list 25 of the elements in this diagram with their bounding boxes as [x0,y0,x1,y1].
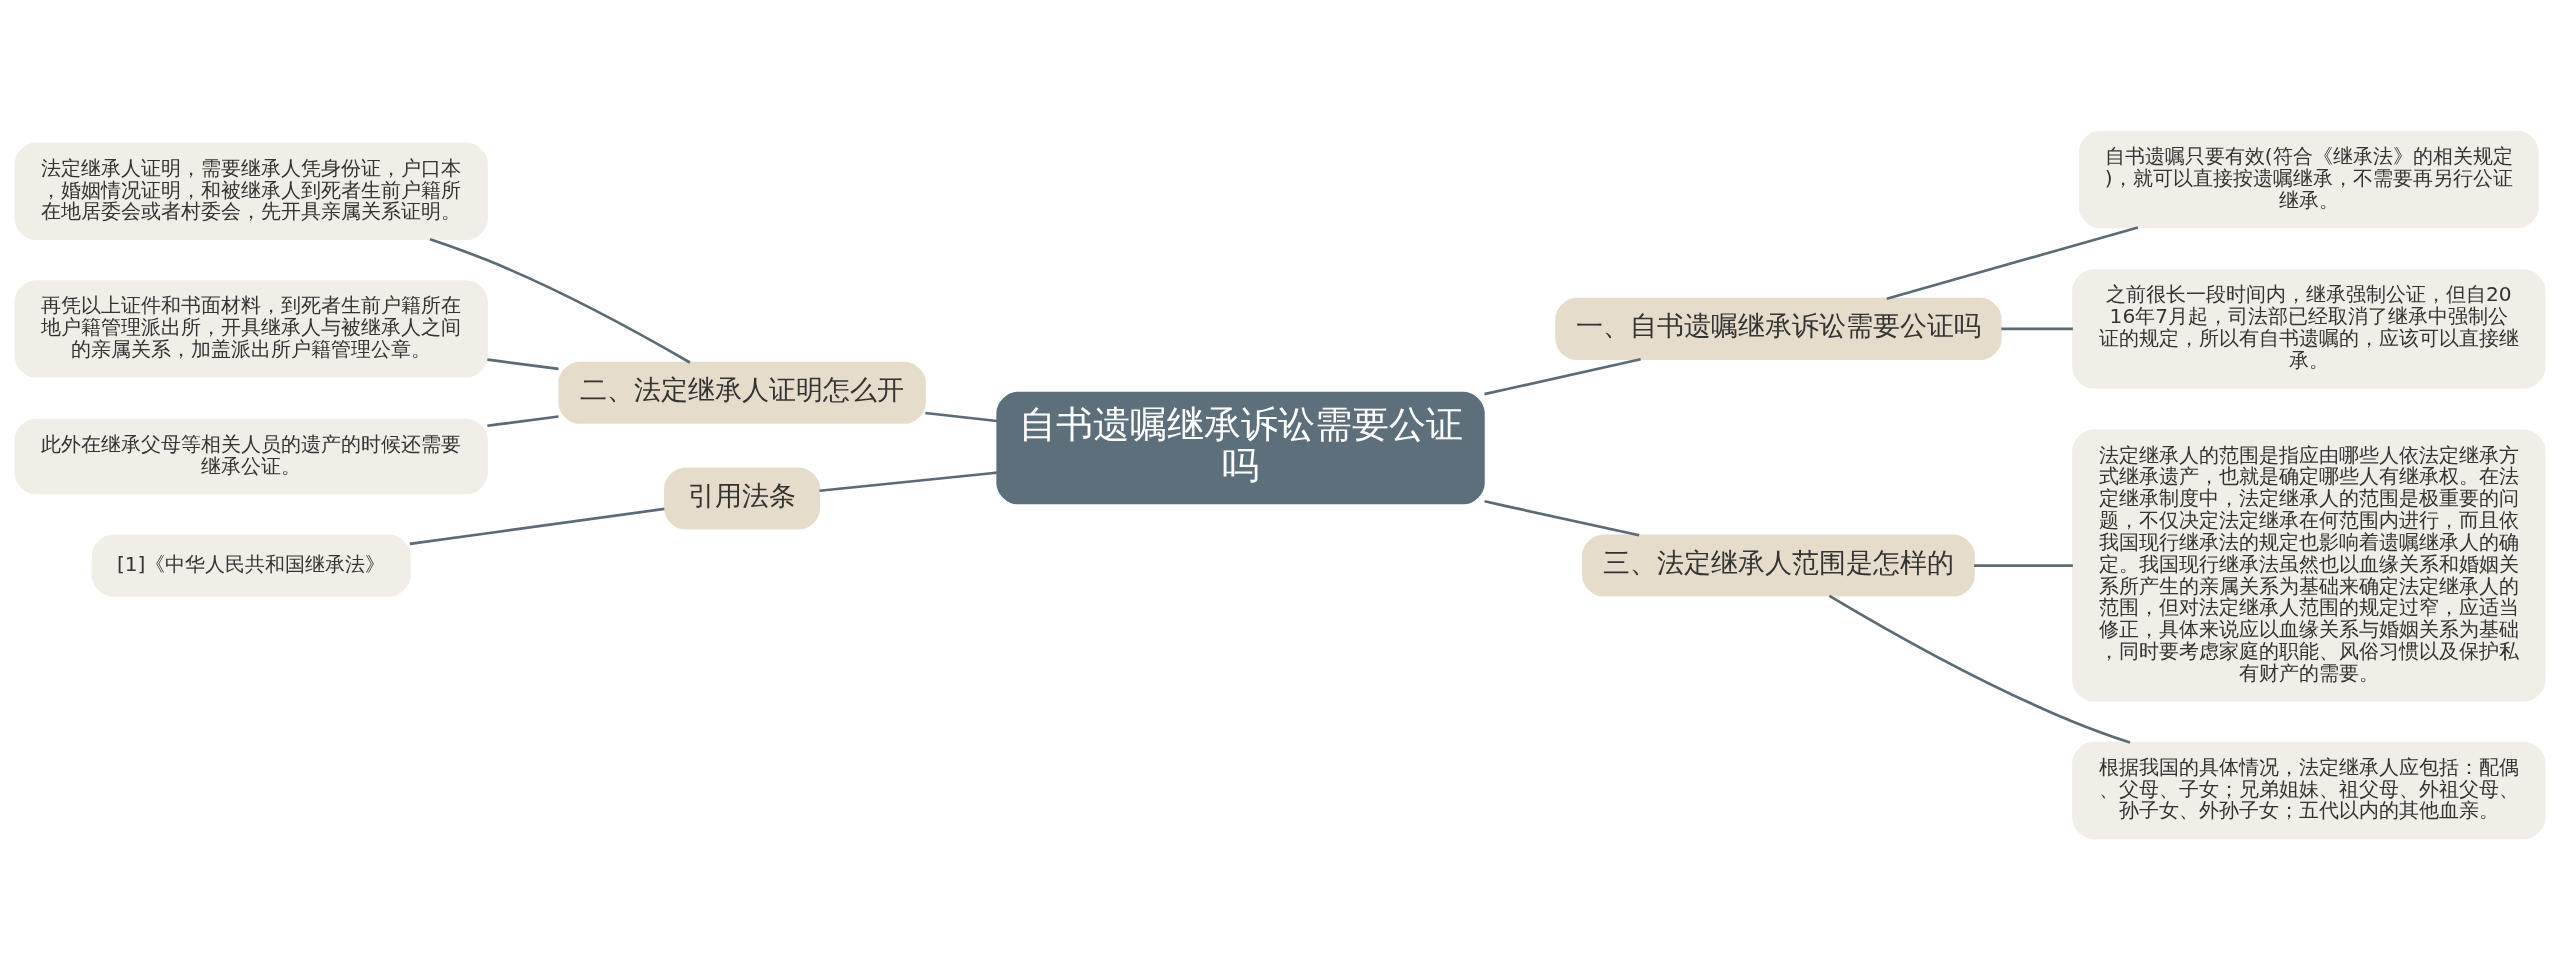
connector [1828,594,2131,744]
connector [1484,357,1641,395]
node-box: 自书遗嘱只要有效(符合《继承法》的相关规定)，就可以直接按遗嘱继承，不需要再另行公证继承。 [2078,130,2539,228]
node-box: 一、自书遗嘱继承诉讼需要公证吗 [1555,297,2002,360]
node-box: 之前很长一段时间内，继承强制公证，但自2016年7月起，司法部已经取消了继承中强制公证的规定，所以有自书遗嘱的，应该可以直接继承。 [2072,268,2546,388]
connector [1484,499,1640,537]
connector [925,411,998,422]
node-box: 再凭以上证件和书面材料，到死者生前户籍所在地户籍管理派出所，开具继承人与被继承人之间的亲属关系，加盖派出所户籍管理公章。 [14,279,488,378]
node-box: 三、法定继承人范围是怎样的 [1582,534,1975,597]
node-box: 法定继承人证明，需要继承人凭身份证，户口本，婚姻情况证明，和被继承人到死者生前户籍所在地居委会或者村委会，先开具亲属关系证明。 [14,142,488,240]
connector [819,470,997,492]
node-box: [1]《中华人民共和国继承法》 [91,534,411,597]
connector [409,507,665,545]
connector [2001,327,2073,330]
connector [1886,225,2139,300]
node-box: 二、法定继承人证明怎么开 [558,361,926,424]
node-box: 引用法条 [664,466,821,529]
node-box: 此外在继承父母等相关人员的遗产的时候还需要继承公证。 [14,418,488,494]
node-box: 根据我国的具体情况，法定继承人应包括：配偶、父母、子女；兄弟姐妹、祖父母、外祖父母、孙子女、外孙子女；五代以内的其他血亲。 [2072,741,2546,839]
node-box: 法定继承人的范围是指应由哪些人依法定继承方式继承遗产，也就是确定哪些人有继承权。在法定继承制度中，法定继承人的范围是极重要的问题，不仅决定法定继承在何范围内进行，而且依我国现行继承法的规定也影响着遗嘱继承人的确定。我国现行继承法虽然也以血缘关系和婚姻关系所产生的亲属关系为基础来确定法定继承人的范围，但对法定继承人范围的规定过窄，应适当修正，具体来说应以血缘关系与婚姻关系为基础，同时要考虑家庭的职能、风俗习惯以及保护私有财产的需要。 [2072,429,2546,701]
connector [1974,563,2073,567]
connector [429,237,691,364]
connector [487,357,559,370]
node-box: 自书遗嘱继承诉讼需要公证吗 [996,391,1485,504]
connector [487,414,559,427]
